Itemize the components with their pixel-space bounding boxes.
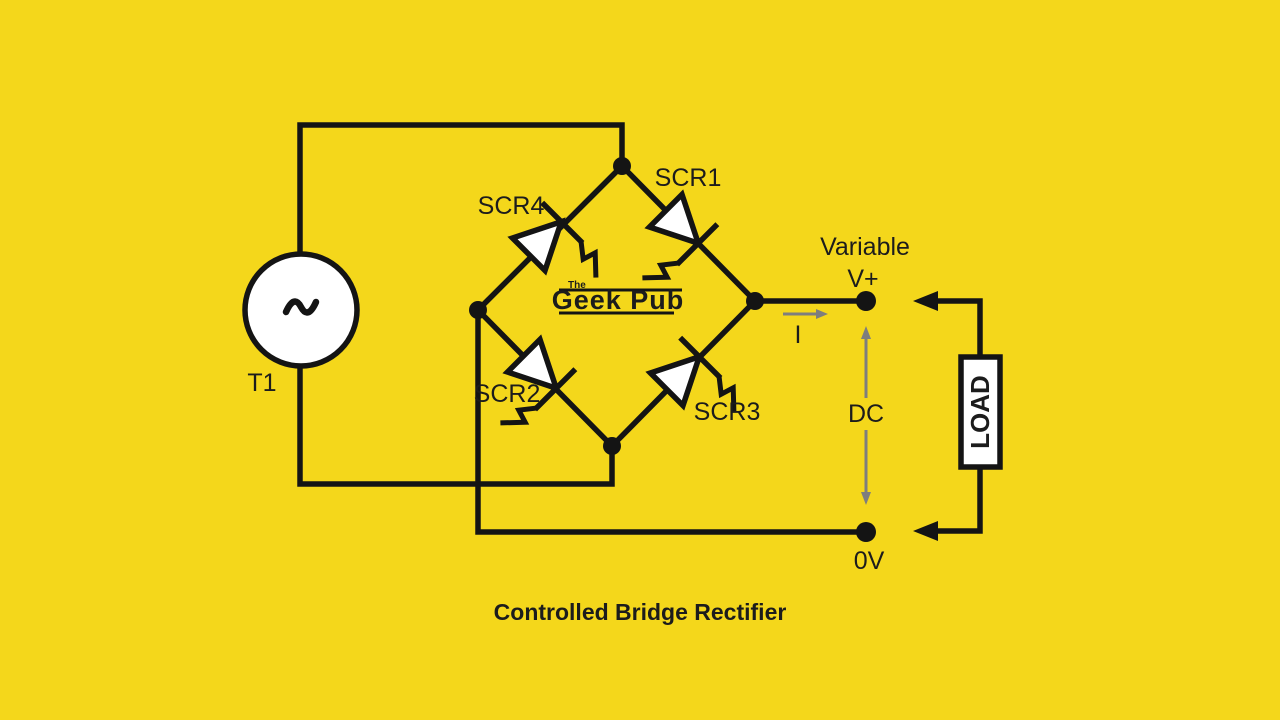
logo-prefix: The — [568, 280, 586, 291]
scr4-gate — [578, 241, 599, 278]
variable-label: Variable — [820, 233, 910, 261]
terminal-zero-volt — [856, 522, 876, 542]
v-plus-label: V+ — [847, 265, 878, 293]
scr3-label: SCR3 — [694, 398, 761, 426]
scr2-triangle — [502, 334, 561, 393]
load-label: LOAD — [965, 375, 995, 449]
dc-label: DC — [848, 400, 884, 428]
output-annotations: Variable V+ 0V DC I — [783, 233, 910, 575]
current-label: I — [795, 321, 802, 349]
scr2-symbol — [500, 334, 578, 426]
node-left — [469, 301, 487, 319]
scr2-label: SCR2 — [474, 380, 541, 408]
current-arrowhead-icon — [816, 309, 828, 319]
wire-ac-bottom — [297, 366, 615, 487]
scr-labels: SCR1 SCR2 SCR3 SCR4 — [474, 164, 761, 426]
wire-zero-volt-rail — [475, 310, 866, 535]
scr3-cathode-bar — [678, 335, 723, 380]
sine-wave-icon — [282, 298, 320, 316]
scr4-symbol — [507, 200, 599, 278]
junction-nodes — [469, 157, 876, 542]
scr4-cathode-bar — [540, 200, 585, 245]
zero-volt-label: 0V — [854, 547, 885, 575]
scr4-label: SCR4 — [478, 192, 545, 220]
load-component: LOAD — [958, 354, 1003, 470]
dc-down-arrowhead-icon — [861, 492, 871, 505]
diagram-title: Controlled Bridge Rectifier — [494, 599, 787, 625]
logo-name: Geek Pub — [552, 285, 685, 315]
load-bottom-arrowhead-icon — [913, 521, 938, 541]
scr3-symbol — [645, 335, 737, 413]
load-box — [958, 354, 1003, 470]
wire-ac-top — [297, 122, 625, 254]
scr3-gate — [716, 376, 737, 413]
node-bottom — [603, 437, 621, 455]
transformer-label: T1 — [247, 369, 276, 397]
node-top — [613, 157, 631, 175]
node-right — [746, 292, 764, 310]
wire-load-bottom — [936, 467, 983, 534]
geek-pub-logo: The Geek Pub — [552, 280, 685, 315]
terminal-v-plus — [856, 291, 876, 311]
scr1-cathode-bar — [675, 222, 720, 267]
dc-up-arrowhead-icon — [861, 326, 871, 339]
scr2-cathode-bar — [533, 367, 578, 412]
scr1-symbol — [642, 189, 720, 281]
scr1-label: SCR1 — [655, 164, 722, 192]
scr4-triangle — [507, 217, 566, 276]
scr2-gate — [500, 405, 537, 426]
scr1-triangle — [644, 189, 703, 248]
wire-load-top — [936, 298, 983, 357]
scr1-gate — [642, 260, 679, 281]
load-top-arrowhead-icon — [913, 291, 938, 311]
wires — [297, 122, 983, 541]
ac-source-symbol: T1 — [242, 251, 360, 397]
scr3-triangle — [645, 352, 704, 411]
